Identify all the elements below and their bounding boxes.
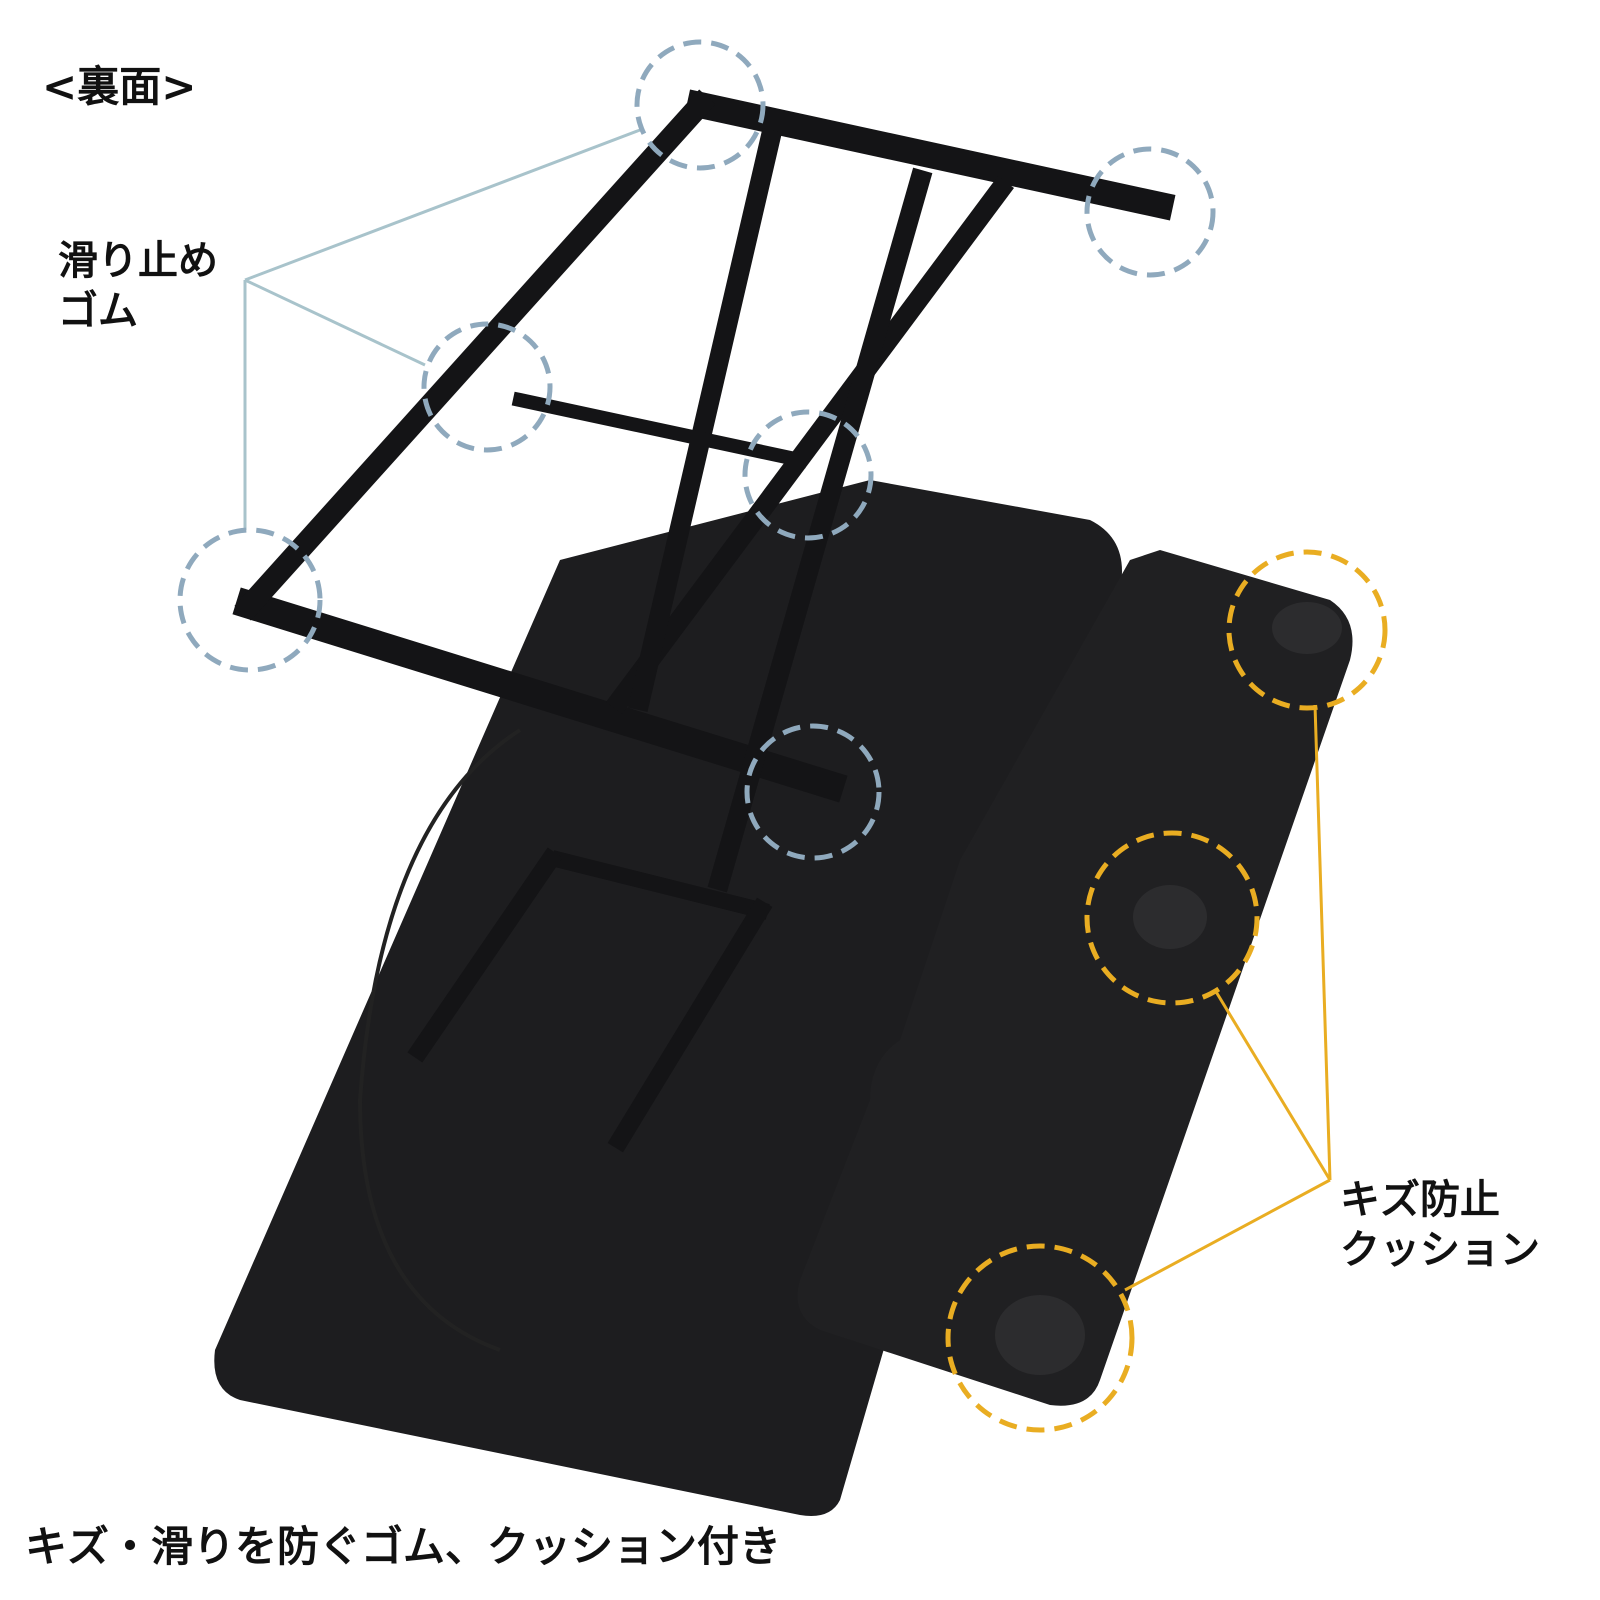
rubber-label-line1: 滑り止め — [58, 238, 218, 284]
cushion-callout-lines — [1124, 704, 1332, 1292]
right-board — [797, 550, 1353, 1406]
caption: キズ・滑りを防ぐゴム、クッション付き — [25, 1522, 782, 1571]
cushion-highlight-circles — [945, 549, 1388, 1433]
rubber-label: 滑り止め ゴム — [58, 236, 218, 336]
rubber-highlight-circles — [177, 39, 1216, 861]
cushion-pad — [995, 1295, 1085, 1375]
cable — [357, 728, 522, 1352]
view-title: <裏面> — [42, 62, 197, 111]
cushion-label-line1: キズ防止 — [1340, 1177, 1500, 1223]
cushion-pad — [1272, 602, 1342, 654]
rubber-label-line2: ゴム — [58, 288, 138, 334]
cushion-label: キズ防止 クッション — [1340, 1175, 1540, 1275]
cushion-pad — [1133, 885, 1207, 949]
scissor-frame — [232, 89, 1176, 1153]
cushion-label-line2: クッション — [1340, 1227, 1540, 1273]
rubber-callout-lines — [243, 128, 641, 530]
